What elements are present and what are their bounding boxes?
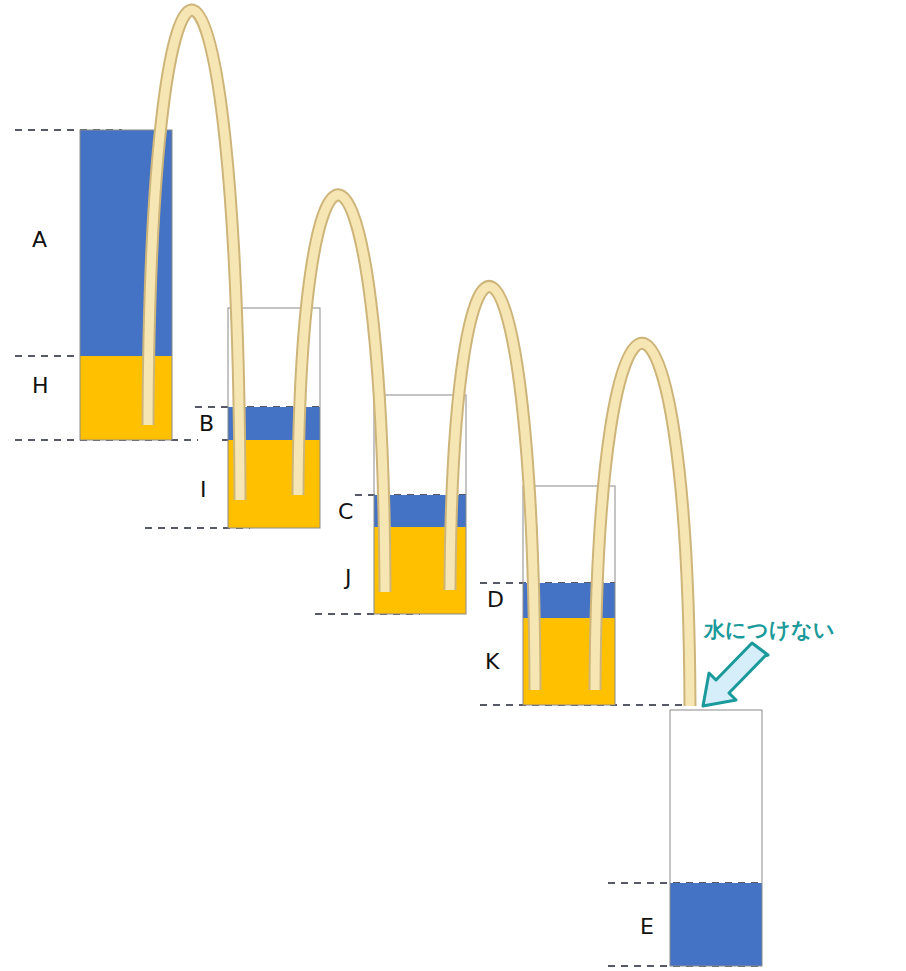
level-label: C [338,500,353,524]
level-label: I [200,478,207,502]
level-label: K [485,650,499,674]
level-label: A [32,228,47,252]
level-label: B [199,412,214,436]
level-label: D [487,588,504,612]
level-label: J [345,566,352,590]
container [670,710,762,966]
callout-arrow [703,643,768,706]
level-label: E [640,915,654,939]
callout-note: 水につけない [704,618,835,642]
level-lines [15,130,762,966]
level-label: H [32,374,49,398]
siphon-tubes [148,10,690,706]
